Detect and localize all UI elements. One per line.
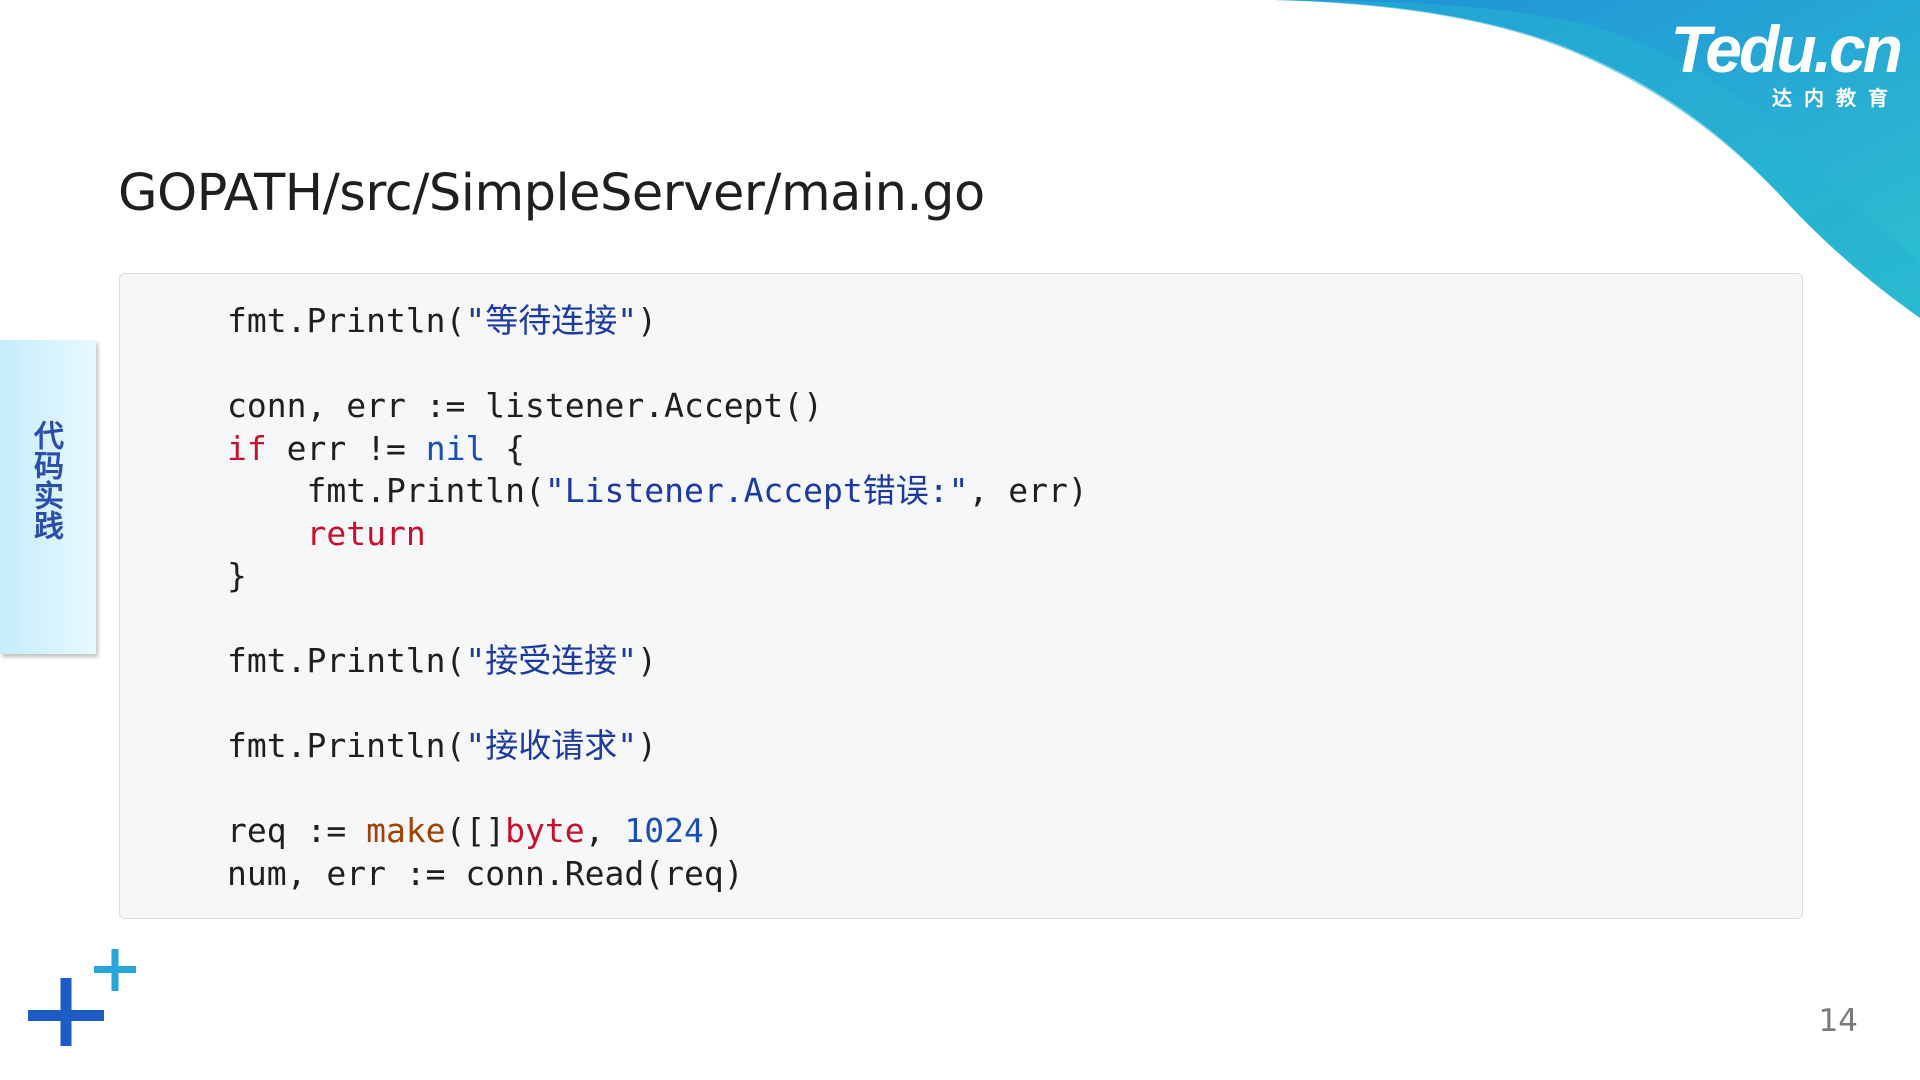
- code-line-3: if err != nil {: [227, 428, 526, 468]
- side-tab: 代码实践: [0, 340, 96, 654]
- code-line-2: conn, err := listener.Accept(): [227, 386, 824, 425]
- plus-decoration-icon: [28, 949, 136, 1046]
- code-line-6: }: [227, 556, 247, 595]
- code-line-4: fmt.Println("Listener.Accept错误:", err): [227, 471, 1088, 510]
- logo-subtitle: 达内教育: [1772, 86, 1900, 110]
- code-line-5: return: [306, 513, 426, 553]
- code-content: fmt.Println("等待连接") conn, err := listene…: [227, 300, 1088, 895]
- code-line-1: fmt.Println("等待连接"): [227, 301, 658, 340]
- side-tab-label: 代码实践: [28, 420, 63, 540]
- page-number: 14: [1818, 1003, 1858, 1039]
- tedu-logo: Tedu.cn 达内教育: [1670, 12, 1903, 112]
- code-block: fmt.Println("等待连接") conn, err := listene…: [119, 273, 1803, 919]
- code-line-8: fmt.Println("接收请求"): [227, 726, 658, 765]
- logo-wordmark: Tedu.cn: [1670, 12, 1903, 86]
- page-title: GOPATH/src/SimpleServer/main.go: [118, 164, 985, 223]
- code-line-10: num, err := conn.Read(req): [227, 853, 744, 893]
- code-line-9: req := make([]byte, 1024): [227, 811, 724, 850]
- code-line-7: fmt.Println("接受连接"): [227, 641, 658, 680]
